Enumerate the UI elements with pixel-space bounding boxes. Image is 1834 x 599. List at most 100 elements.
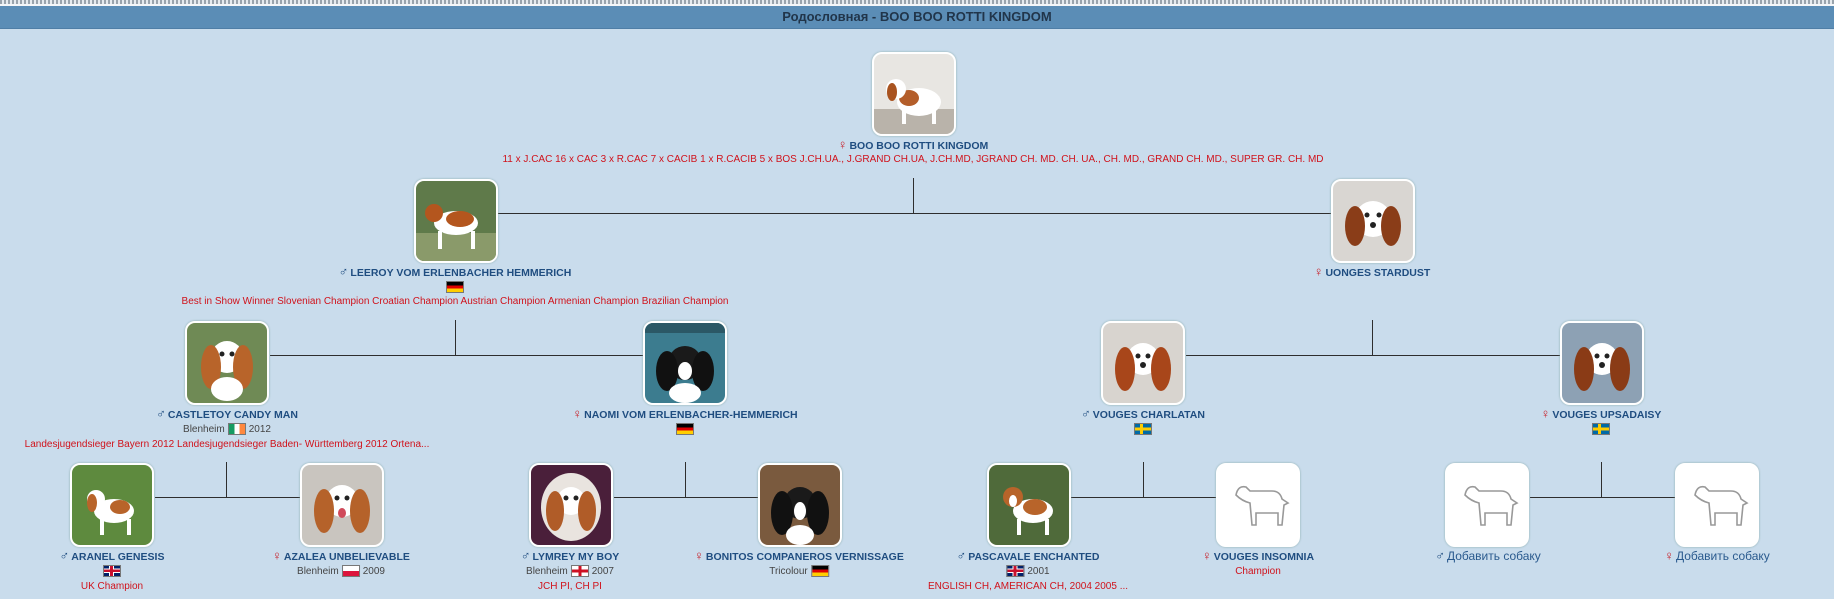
- female-icon: ♀: [1540, 406, 1551, 421]
- dog-photo-ssd[interactable]: [300, 463, 384, 547]
- dog-name-sd[interactable]: ♀NAOMI VOM ERLENBACHER-HEMMERICH: [572, 406, 797, 421]
- dog-name-sdd[interactable]: ♀BONITOS COMPANEROS VERNISSAGE: [694, 548, 904, 563]
- dog-titles-sire: Best in Show Winner Slovenian Champion C…: [181, 296, 729, 307]
- connector-ss-children: [155, 497, 300, 498]
- connector-sire-children: [270, 355, 643, 356]
- dog-link[interactable]: BONITOS COMPANEROS VERNISSAGE: [705, 551, 904, 563]
- dog-photo-sss[interactable]: [70, 463, 154, 547]
- placeholder-dog-icon[interactable]: [1675, 463, 1759, 547]
- dog-name-ssd[interactable]: ♀AZALEA UNBELIEVABLE: [272, 548, 410, 563]
- dog-link[interactable]: BOO BOO ROTTI KINGDOM: [849, 140, 989, 152]
- dog-titles-sss: UK Champion: [80, 581, 144, 592]
- dog-meta-sss: [103, 565, 121, 577]
- female-icon: ♀: [572, 406, 583, 421]
- male-icon: ♂: [1081, 406, 1091, 421]
- pl-flag-icon: [341, 565, 360, 577]
- dog-link[interactable]: VOUGES CHARLATAN: [1092, 409, 1205, 421]
- dog-link[interactable]: UONGES STARDUST: [1325, 267, 1431, 279]
- dog-photo-ss[interactable]: [185, 321, 269, 405]
- female-icon: ♀: [1313, 264, 1324, 279]
- dog-link[interactable]: ARANEL GENESIS: [71, 551, 165, 563]
- placeholder-dog-icon[interactable]: [1445, 463, 1529, 547]
- dog-name-sds[interactable]: ♂LYMREY MY BOY: [521, 548, 620, 563]
- male-icon: ♂: [956, 548, 967, 563]
- add-dog-label[interactable]: Добавить собаку: [1675, 549, 1770, 563]
- add-dog-link-ddd[interactable]: ♀Добавить собаку: [1664, 548, 1770, 563]
- dog-meta-sire: [446, 281, 464, 293]
- dog-link[interactable]: NAOMI VOM ERLENBACHER-HEMMERICH: [584, 409, 798, 421]
- uk-flag-icon: [103, 565, 121, 577]
- coat-color: Blenheim: [297, 565, 339, 577]
- ie-flag-icon: [227, 423, 246, 435]
- de-flag-icon: [676, 423, 694, 435]
- add-dog-label[interactable]: Добавить собаку: [1446, 549, 1541, 563]
- male-icon: ♂: [156, 406, 166, 421]
- connector-dd-stem: [1601, 462, 1602, 497]
- birth-year: 2012: [248, 423, 271, 435]
- dog-name-dsd[interactable]: ♀VOUGES INSOMNIA: [1202, 548, 1314, 563]
- birth-year: 2001: [1027, 565, 1050, 577]
- coat-color: Blenheim: [526, 565, 568, 577]
- dog-link[interactable]: LYMREY MY BOY: [532, 551, 620, 563]
- dog-photo-dam[interactable]: [1331, 179, 1415, 263]
- male-icon: ♂: [59, 548, 70, 563]
- dog-meta-ds: [1134, 423, 1152, 435]
- connector-sd-children: [614, 497, 759, 498]
- female-icon: ♀: [837, 137, 848, 152]
- dog-link[interactable]: VOUGES INSOMNIA: [1213, 551, 1315, 563]
- female-icon: ♀: [272, 548, 282, 563]
- dog-link[interactable]: PASCAVALE ENCHANTED: [968, 551, 1100, 563]
- birth-year: 2007: [591, 565, 614, 577]
- dog-titles-ss: Landesjugendsieger Bayern 2012 Landesjug…: [24, 439, 430, 450]
- dog-titles-root: 11 x J.CAC 16 x CAC 3 x R.CAC 7 x CACIB …: [502, 154, 1324, 165]
- de-flag-icon: [810, 565, 829, 577]
- dog-photo-root[interactable]: [872, 52, 956, 136]
- connector-ss-stem: [226, 462, 227, 497]
- dog-name-ds[interactable]: ♂VOUGES CHARLATAN: [1081, 406, 1205, 421]
- connector-ds-stem: [1143, 462, 1144, 497]
- dog-meta-dd: [1592, 423, 1610, 435]
- dog-link[interactable]: CASTLETOY CANDY MAN: [167, 409, 298, 421]
- female-icon: ♀: [694, 548, 704, 563]
- add-dog-link-dds[interactable]: ♂Добавить собаку: [1435, 548, 1541, 563]
- se-flag-icon: [1134, 423, 1152, 435]
- connector-dd-children: [1530, 497, 1675, 498]
- dog-link[interactable]: AZALEA UNBELIEVABLE: [283, 551, 410, 563]
- dog-name-sire[interactable]: ♂LEEROY VOM ERLENBACHER HEMMERICH: [339, 264, 572, 279]
- dog-name-sss[interactable]: ♂ARANEL GENESIS: [60, 548, 165, 563]
- female-icon: ♀: [1201, 548, 1212, 563]
- dog-name-ss[interactable]: ♂CASTLETOY CANDY MAN: [156, 406, 298, 421]
- connector-ds-children: [1071, 497, 1216, 498]
- uk-flag-icon: [1006, 565, 1025, 577]
- dog-meta-sdd: Tricolour: [769, 565, 829, 577]
- connector-sd-stem: [685, 462, 686, 497]
- dog-photo-sire[interactable]: [414, 179, 498, 263]
- dog-name-root[interactable]: ♀BOO BOO ROTTI KINGDOM: [838, 137, 989, 152]
- male-icon: ♂: [338, 264, 349, 279]
- dog-photo-ds[interactable]: [1101, 321, 1185, 405]
- dog-meta-dss: 2001: [1006, 565, 1050, 577]
- dog-meta-sds: Blenheim 2007: [526, 565, 614, 577]
- dog-name-dss[interactable]: ♂PASCAVALE ENCHANTED: [956, 548, 1099, 563]
- dog-photo-sdd[interactable]: [758, 463, 842, 547]
- dog-photo-dd[interactable]: [1560, 321, 1644, 405]
- dog-photo-sd[interactable]: [643, 321, 727, 405]
- dog-photo-dss[interactable]: [987, 463, 1071, 547]
- de-flag-icon: [446, 281, 464, 293]
- female-icon: ♀: [1664, 548, 1674, 563]
- dog-link[interactable]: VOUGES UPSADAISY: [1552, 409, 1662, 421]
- dog-name-dam[interactable]: ♀UONGES STARDUST: [1314, 264, 1431, 279]
- dog-meta-sd: [676, 423, 694, 435]
- connector-root-stem: [913, 178, 914, 213]
- placeholder-dog-icon[interactable]: [1216, 463, 1300, 547]
- dog-titles-sds: JCH PI, CH PI: [538, 581, 602, 592]
- dog-link[interactable]: LEEROY VOM ERLENBACHER HEMMERICH: [350, 267, 572, 279]
- dog-name-dd[interactable]: ♀VOUGES UPSADAISY: [1541, 406, 1662, 421]
- dog-photo-sds[interactable]: [529, 463, 613, 547]
- male-icon: ♂: [520, 548, 531, 563]
- coat-color: Tricolour: [769, 565, 808, 577]
- top-border-highlight: [0, 4, 1834, 6]
- connector-dam-children: [1186, 355, 1561, 356]
